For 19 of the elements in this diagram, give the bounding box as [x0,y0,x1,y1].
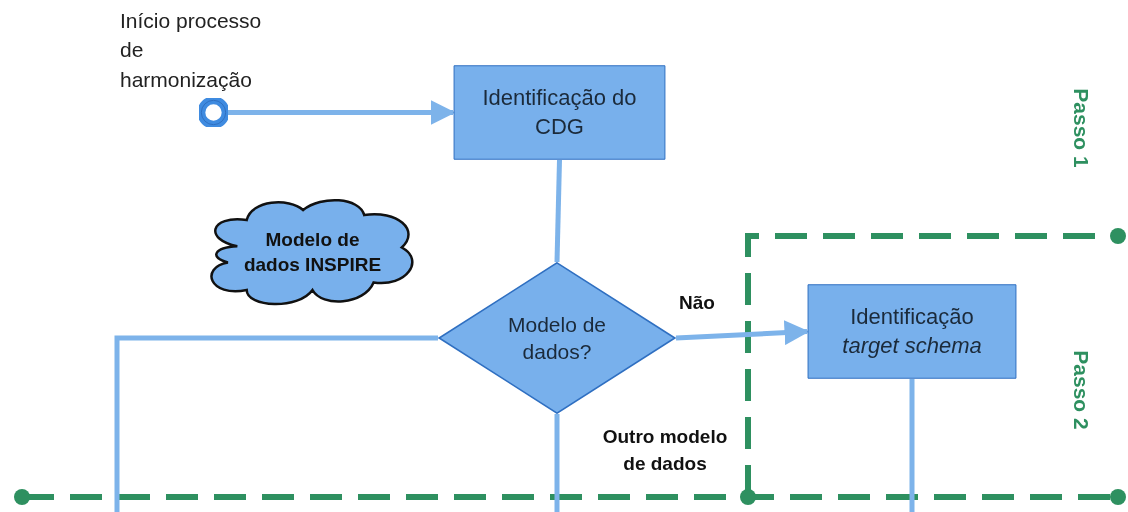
connector-line [554,414,560,512]
node-text: Modelo de dados INSPIRE [242,227,383,277]
process-box [807,284,1017,379]
arrow [675,320,810,346]
step-label: Passo 2 [1068,350,1093,430]
process-box [453,65,666,160]
decision-diamond [438,262,676,414]
node-text: Identificação target schema [841,302,983,360]
start-event-circle [199,98,228,127]
connector-line [909,379,915,512]
node-text: Modelo de dados? [507,311,607,365]
event-caption: Início processo de harmonização [120,8,263,93]
node-text: Identificação do CDG [482,83,637,141]
connector-line [114,335,438,512]
step-label: Passo 1 [1068,88,1093,168]
connector-line [554,159,562,263]
arrow [228,100,456,125]
edge-label: Outro modelo de dados [601,425,729,476]
edge-label: Não [678,291,716,315]
